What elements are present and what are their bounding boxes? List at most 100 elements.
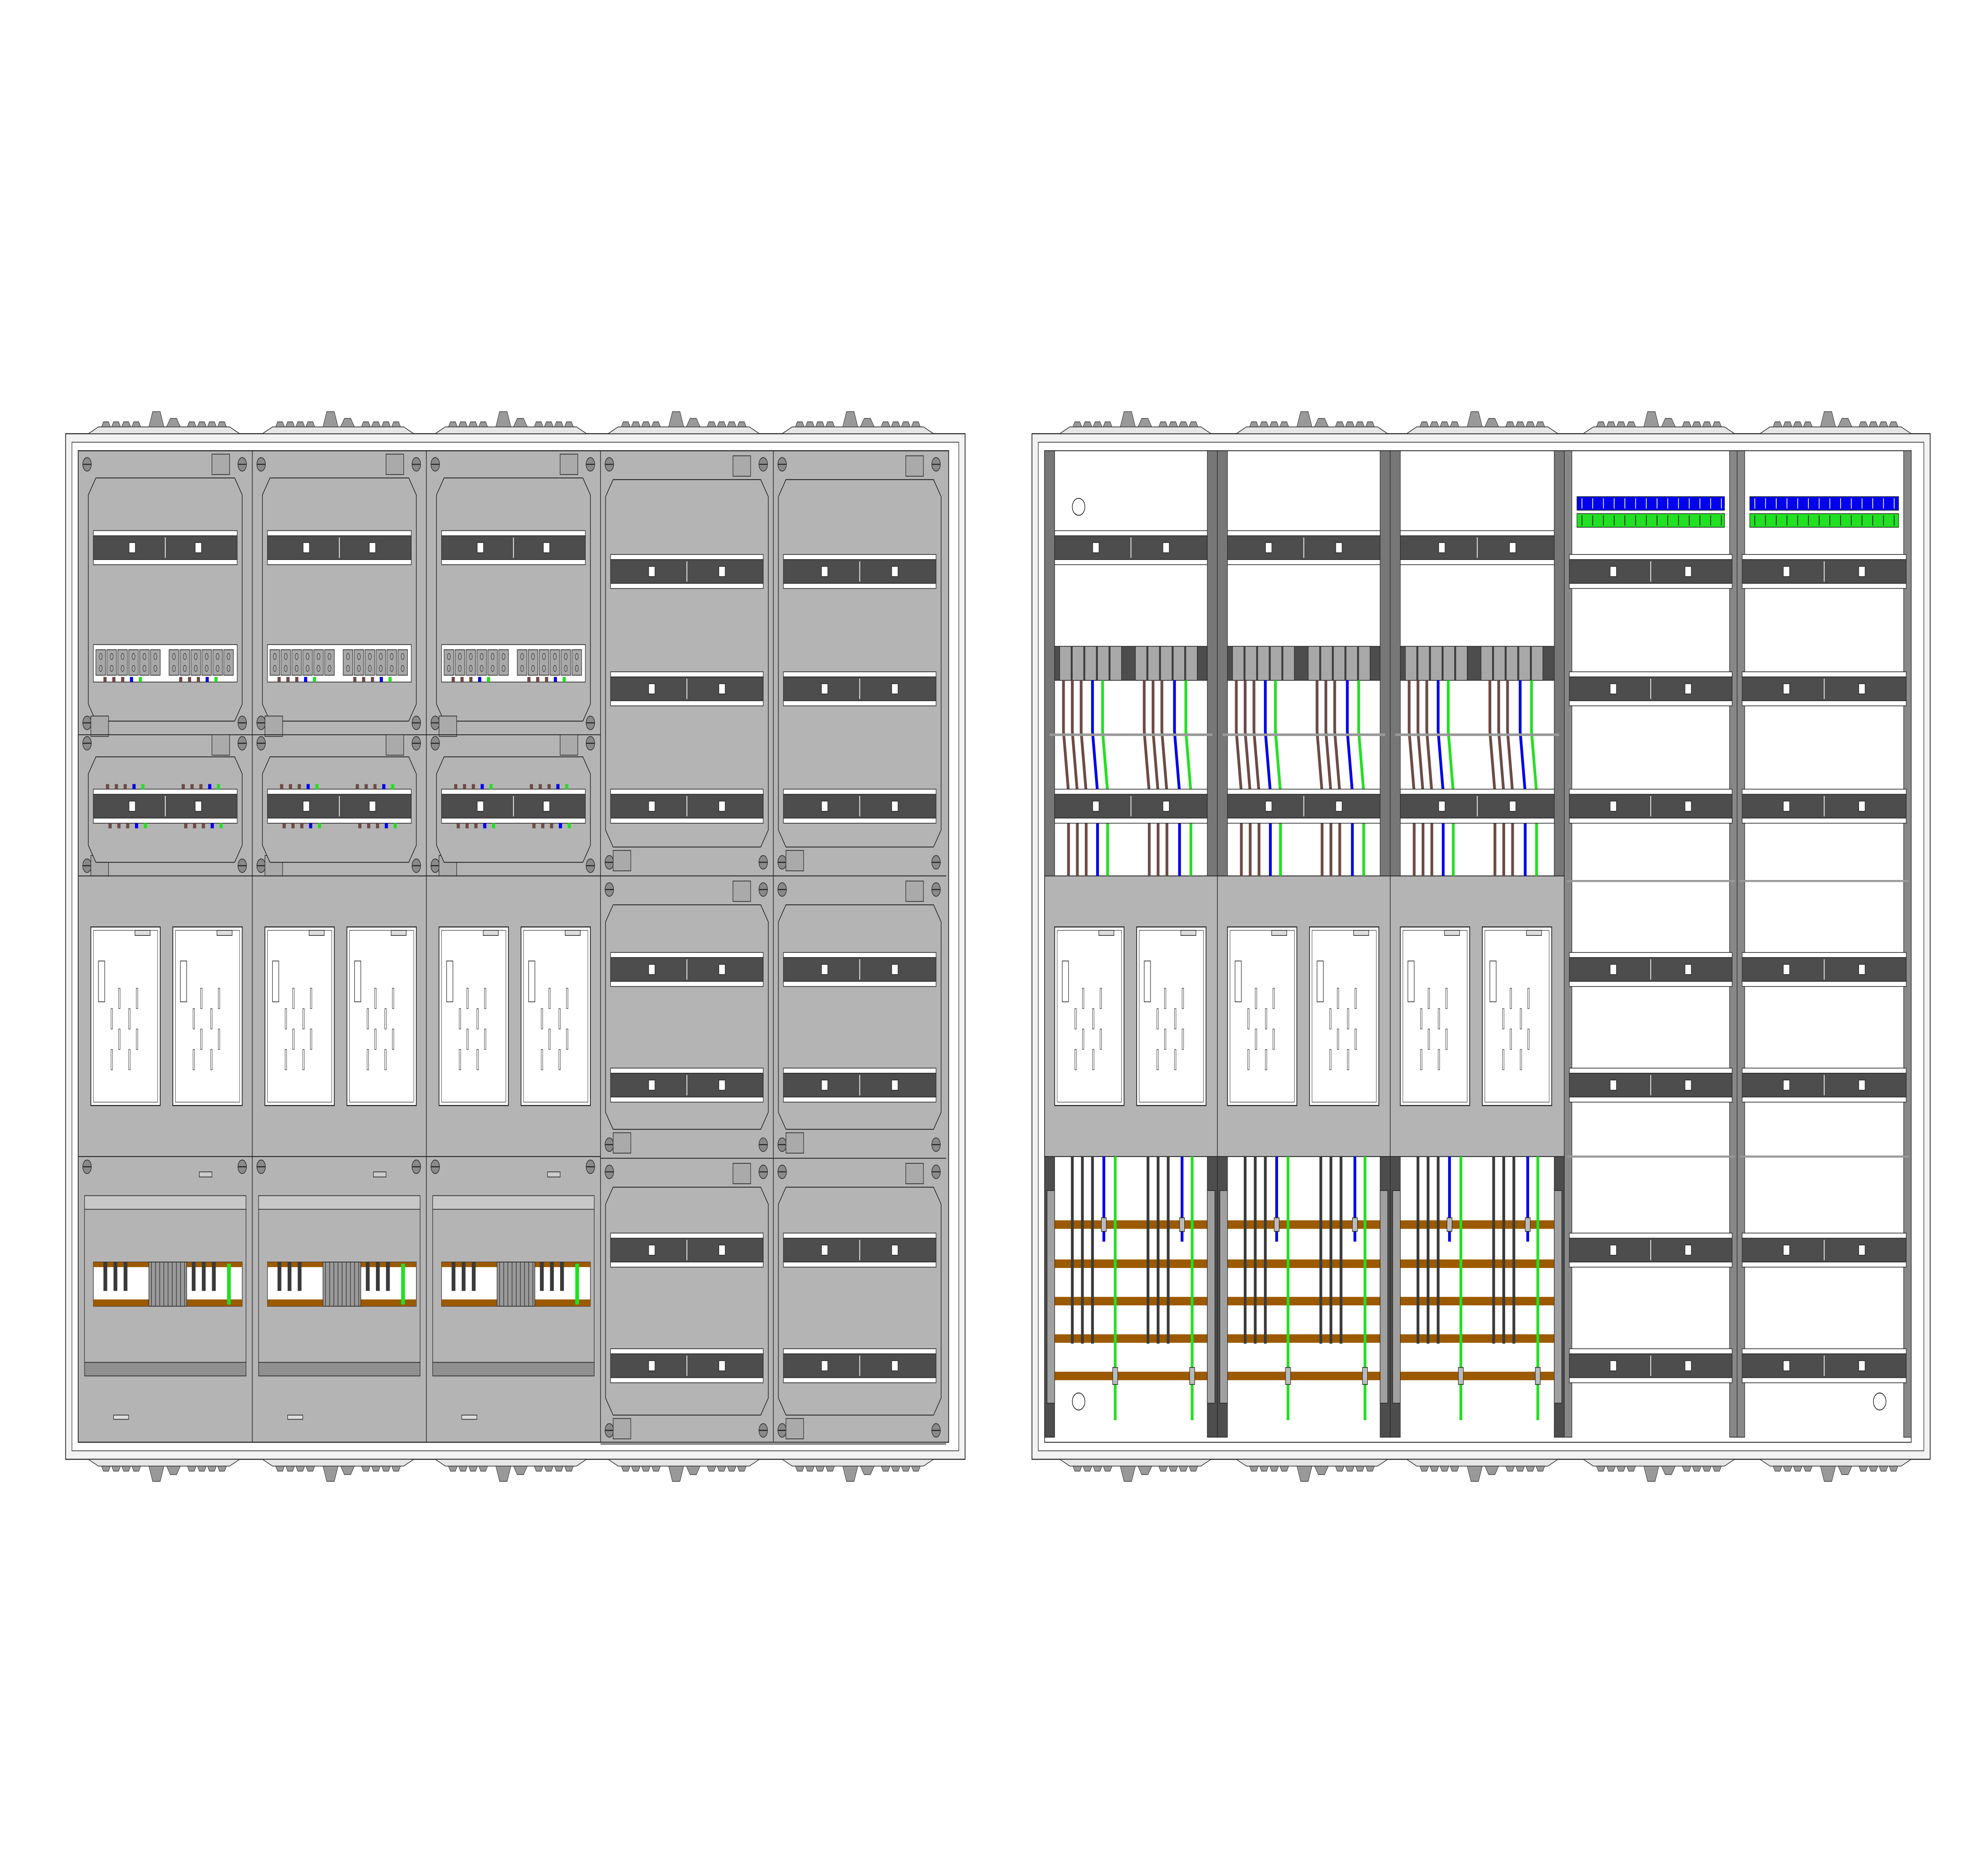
pe-conductor <box>227 1264 231 1305</box>
wire-brown <box>1062 680 1070 876</box>
gland-base <box>608 1459 760 1467</box>
gland-small <box>1515 1466 1525 1472</box>
din-rail-bottom-edge <box>267 559 412 565</box>
gland-small <box>391 1466 401 1472</box>
din-rail-slot <box>718 566 726 577</box>
screw-icon <box>412 457 421 472</box>
wire-brown <box>1252 680 1261 876</box>
gland-small <box>707 421 716 427</box>
gland-large <box>1467 411 1483 427</box>
din-rail-slot <box>1783 683 1790 695</box>
cover-hinge <box>905 880 924 902</box>
gland-small <box>1692 421 1702 427</box>
meter-mounting-board <box>172 926 243 1106</box>
meter-board-inner <box>1230 930 1295 1103</box>
gland-medium <box>513 418 528 427</box>
din-rail-top-edge <box>1054 530 1208 536</box>
wire-brown <box>1497 680 1506 876</box>
cover-hinge <box>211 734 230 756</box>
copper-busbar <box>1227 1259 1380 1268</box>
meter-board-slot <box>477 1049 479 1070</box>
gland-small <box>1505 421 1515 427</box>
terminal-screw <box>273 665 277 672</box>
gland-small <box>207 1466 217 1472</box>
wire-blue <box>1437 680 1445 876</box>
meter-board-slot <box>1354 1029 1357 1050</box>
mounting-upright <box>1903 450 1912 1438</box>
cover-slot <box>287 1414 303 1420</box>
gland-small <box>1082 421 1092 427</box>
din-rail <box>1569 671 1733 706</box>
gland-small <box>1430 1466 1439 1472</box>
wire-marker <box>304 677 307 682</box>
din-rail-top-edge <box>610 1068 764 1074</box>
terminal <box>476 649 487 676</box>
din-rail-slot <box>648 566 655 577</box>
terminal <box>572 649 582 676</box>
busbar-terminal <box>386 1262 390 1291</box>
left-cabinet-closed-view <box>65 411 966 1482</box>
terminal <box>1257 646 1269 681</box>
din-rail <box>1742 952 1907 987</box>
din-rail <box>1054 530 1208 565</box>
gland-large <box>1643 411 1659 427</box>
meter-board-slot <box>1100 1029 1102 1050</box>
wire-marker <box>394 823 397 828</box>
gland-medium <box>1138 418 1152 427</box>
din-rail <box>1742 1233 1907 1268</box>
gland-small <box>1702 421 1712 427</box>
terminal-screw <box>284 665 288 672</box>
screw-icon <box>82 1159 92 1174</box>
meter-board-latch <box>1180 930 1197 936</box>
wire-marker <box>556 784 560 789</box>
terminal <box>1173 646 1185 681</box>
din-rail-top-edge <box>1569 1233 1733 1239</box>
gland-base <box>1060 426 1212 434</box>
gland-small <box>621 1466 631 1472</box>
gland-small <box>641 421 651 427</box>
gland-medium <box>686 1466 701 1475</box>
gland-small <box>1103 1466 1113 1472</box>
meter-board-slot <box>459 1049 461 1070</box>
meter-board-clip <box>1317 960 1324 1002</box>
gland-small <box>891 1466 901 1472</box>
wire-blue <box>1519 680 1527 876</box>
cover-slot <box>113 1414 129 1420</box>
keyhole-icon <box>1873 1392 1887 1410</box>
din-rail-bottom-edge <box>93 817 238 824</box>
gland-base <box>1236 1459 1388 1467</box>
copper-busbar <box>441 1262 497 1267</box>
screw-icon <box>412 858 421 873</box>
terminal <box>1059 646 1071 681</box>
gland-medium <box>860 418 875 427</box>
din-rail-bottom-edge <box>783 817 936 824</box>
meter-board-inner <box>267 930 332 1103</box>
meter-board-slot <box>392 1029 394 1050</box>
gland-large <box>1297 411 1313 427</box>
gland-small <box>805 1466 815 1472</box>
din-rail-slot <box>1610 566 1617 577</box>
cover-slot <box>547 1171 560 1177</box>
terminal-screw <box>99 665 103 672</box>
din-rail-slot <box>718 1244 726 1256</box>
screw-icon <box>82 457 92 472</box>
meter-board-clip <box>528 960 535 1002</box>
din-rail-slot <box>1685 800 1692 812</box>
gland-small <box>478 1466 488 1472</box>
terminal <box>179 649 190 676</box>
busbar-block <box>441 1261 591 1307</box>
gland-small <box>111 421 121 427</box>
din-rail-bottom-edge <box>1569 1377 1733 1383</box>
busbar-cover-top <box>432 1195 595 1210</box>
terminal <box>1148 646 1160 681</box>
cover-hinge <box>613 1418 631 1440</box>
din-rail-top-edge <box>610 1233 764 1239</box>
gland-small <box>881 1466 890 1472</box>
mounting-upright <box>1380 450 1391 876</box>
gland-large <box>322 1466 338 1482</box>
gland-small <box>101 421 111 427</box>
wire-marker <box>364 784 368 789</box>
wire-marker <box>465 823 469 828</box>
screw-icon <box>605 882 614 897</box>
